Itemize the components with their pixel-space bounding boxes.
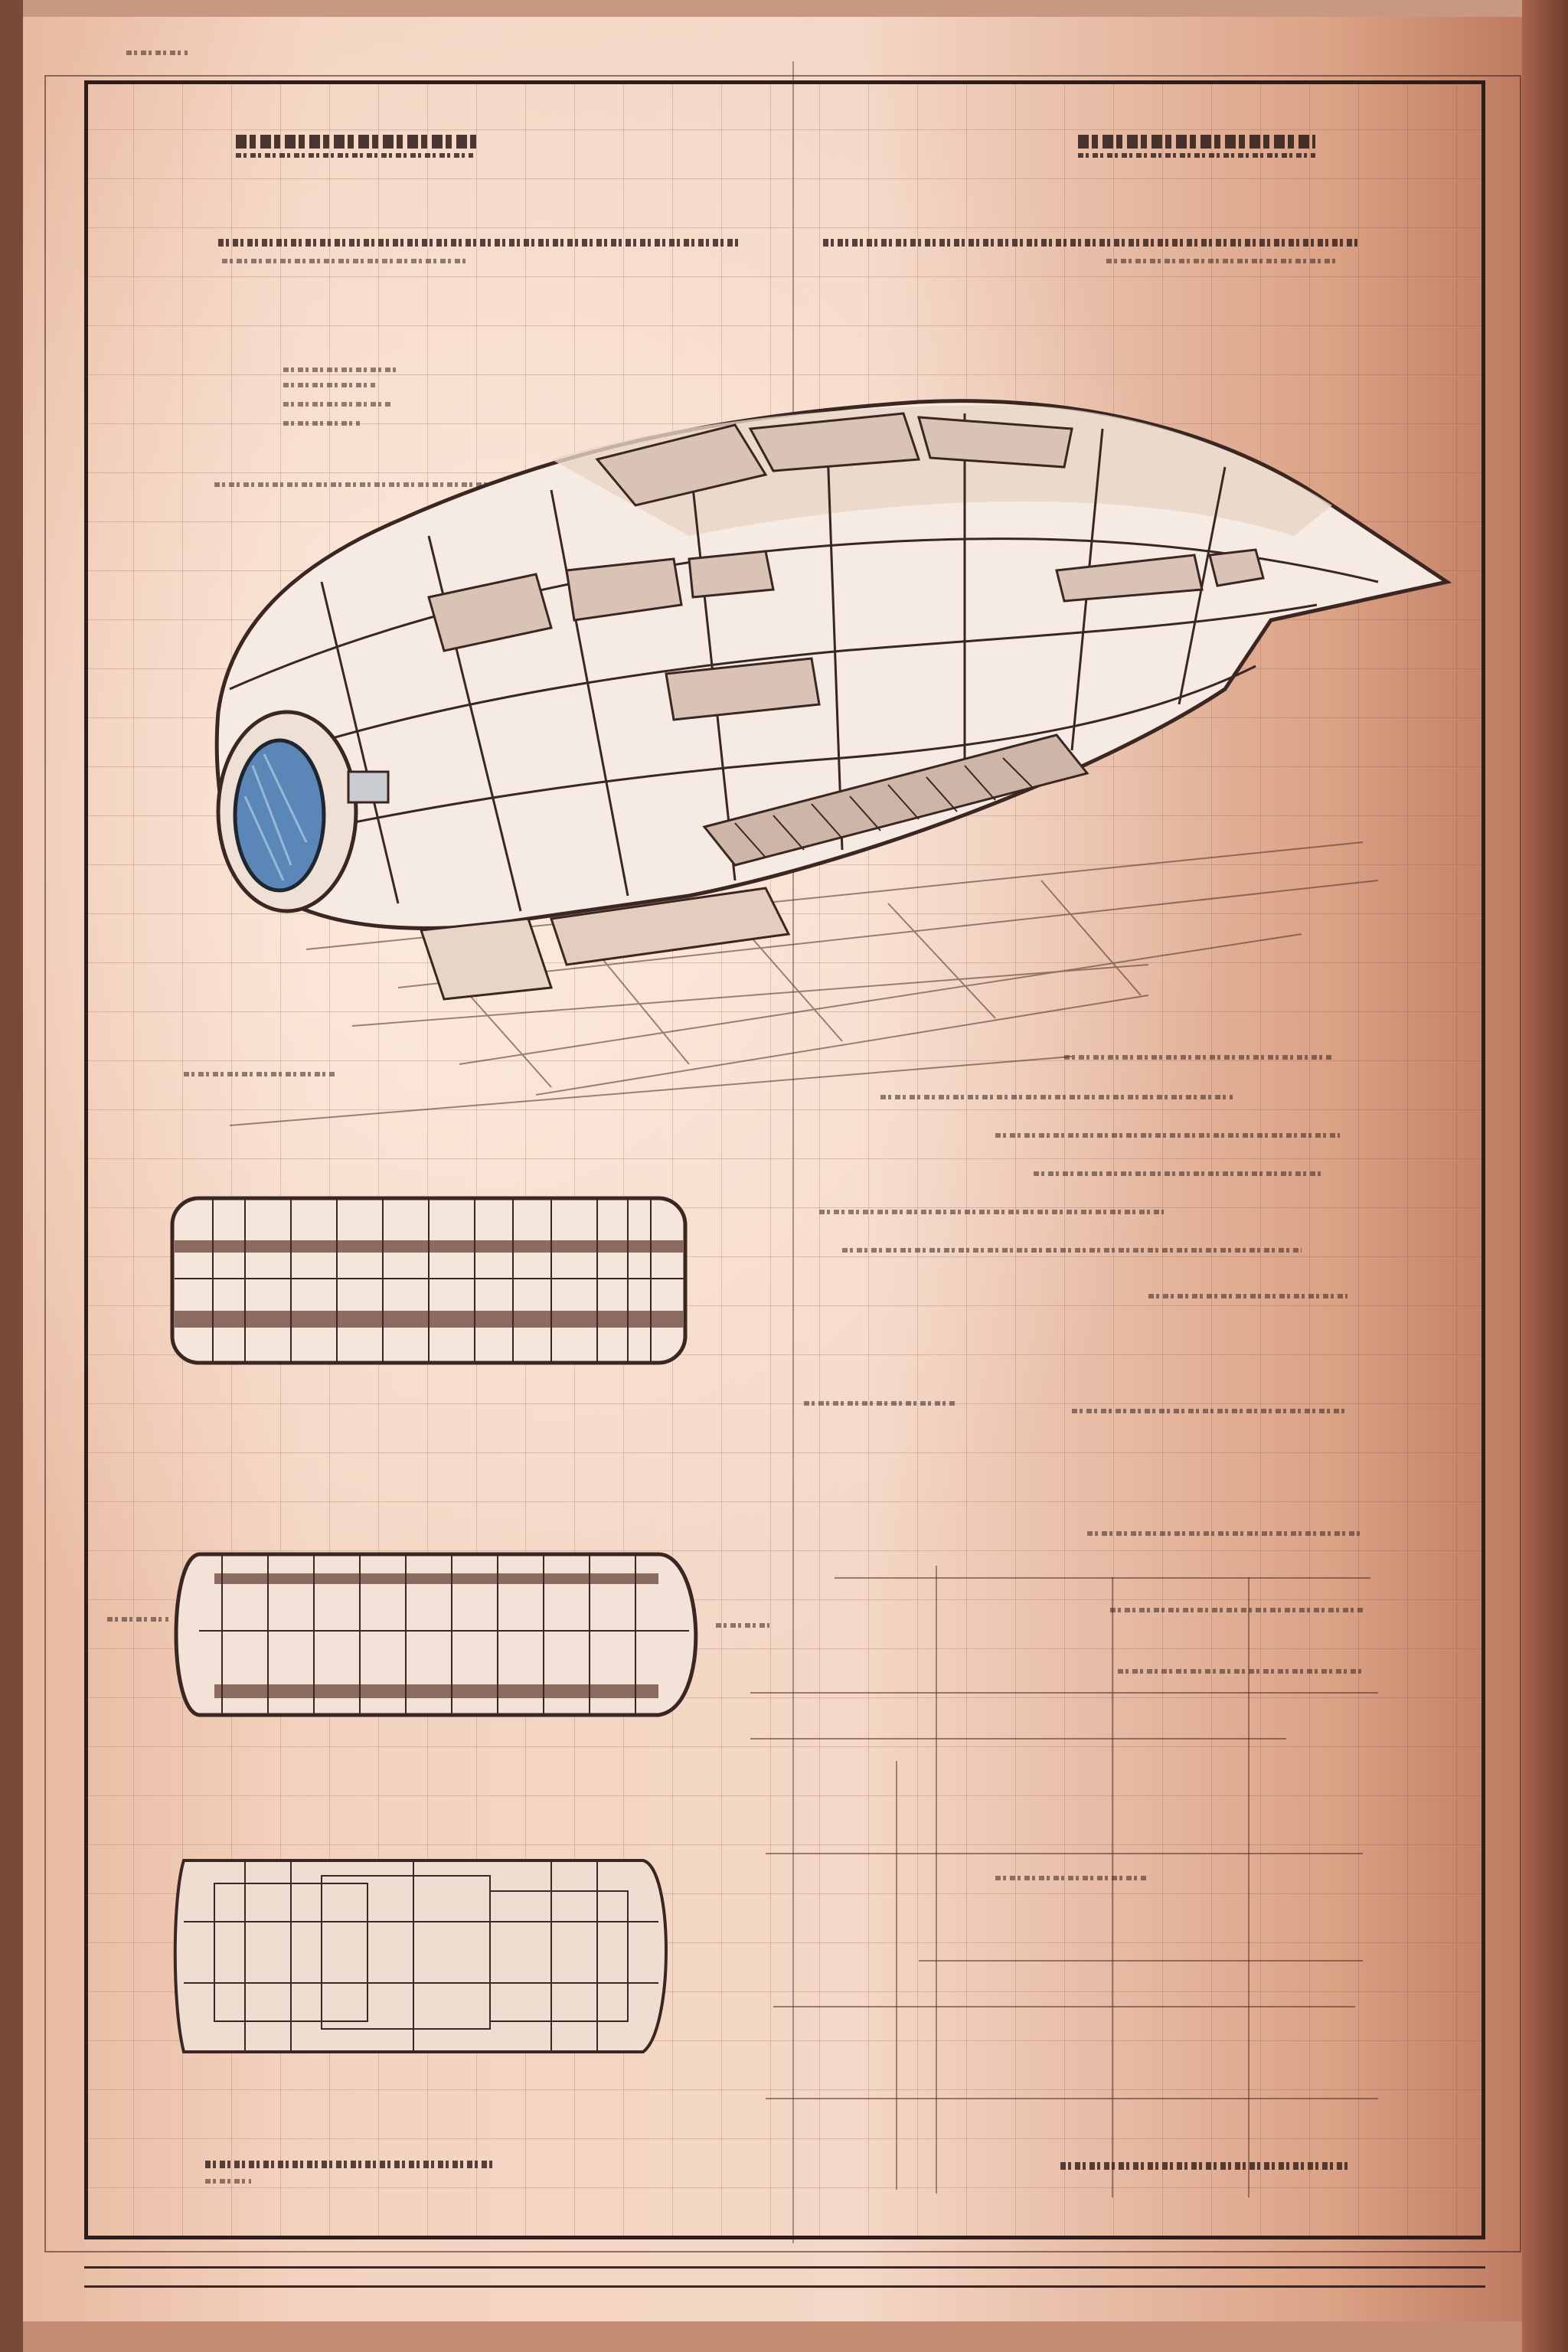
- annotation: [804, 1401, 957, 1406]
- annotation: [283, 368, 398, 372]
- center-fold-line: [792, 61, 794, 2243]
- dimension-line: [766, 1853, 1363, 1854]
- side-orthographic-view: [174, 1552, 698, 1717]
- annotation: [107, 1617, 168, 1622]
- annotation: [1118, 1669, 1363, 1674]
- top-orthographic-view: [170, 1196, 688, 1365]
- footer-block-left: [205, 2161, 492, 2168]
- title-block-right: [1078, 135, 1315, 149]
- annotation: [283, 383, 375, 387]
- footer-rule: [84, 2266, 1485, 2269]
- bottom-margin-band: [23, 2321, 1522, 2352]
- footer-block-right: [1060, 2162, 1351, 2170]
- dimension-line: [1112, 1577, 1113, 2197]
- front-orthographic-view: [173, 1859, 668, 2053]
- dimension-line: [936, 1566, 937, 2194]
- annotation: [880, 1095, 1233, 1099]
- dimension-line: [750, 1738, 1286, 1740]
- caption-line-2a: [222, 259, 467, 263]
- left-edge-shadow: [0, 0, 23, 2352]
- dimension-line: [1248, 1577, 1250, 2197]
- title-block-right-sub: [1078, 153, 1315, 158]
- right-edge-shadow: [1522, 0, 1568, 2352]
- dimension-line: [773, 2006, 1355, 2007]
- annotation: [1072, 1409, 1348, 1413]
- annotation: [716, 1623, 769, 1628]
- annotation: [1148, 1294, 1348, 1298]
- dimension-line: [835, 1577, 1370, 1579]
- annotation: [283, 421, 360, 426]
- dimension-line: [896, 1761, 897, 2190]
- annotation: [1087, 1531, 1363, 1536]
- annotation: [995, 1876, 1148, 1880]
- outer-border: [44, 75, 1521, 2252]
- annotation: [1034, 1171, 1325, 1176]
- annotation: [995, 1133, 1340, 1138]
- annotation: [283, 402, 390, 407]
- footer-block-left-sub: [205, 2179, 251, 2184]
- caption-line-1b: [823, 239, 1359, 247]
- dimension-line: [766, 2098, 1378, 2099]
- annotation: [842, 1248, 1302, 1253]
- dimension-line: [750, 1692, 1378, 1694]
- drawing-border: [84, 80, 1485, 2239]
- title-block-left-sub: [236, 153, 473, 158]
- annotation: [1064, 1055, 1332, 1060]
- annotation: [214, 482, 505, 487]
- annotation: [184, 1072, 337, 1076]
- footer-rule-2: [84, 2285, 1485, 2288]
- caption-line-2b: [1106, 259, 1336, 263]
- caption-line-1a: [218, 239, 739, 247]
- dimension-line: [919, 1960, 1363, 1962]
- annotation: [1110, 1608, 1363, 1612]
- annotation: [819, 1210, 1164, 1214]
- title-block-left: [236, 135, 477, 149]
- corner-label: [126, 51, 188, 55]
- top-margin-band: [23, 0, 1522, 17]
